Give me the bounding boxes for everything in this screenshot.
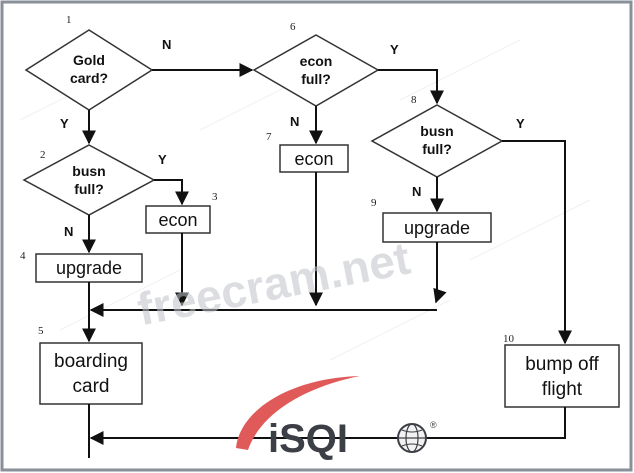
node-number-4: 4	[20, 250, 26, 262]
process-econ-middle	[279, 144, 349, 173]
edge-label-gold-no: N	[162, 37, 171, 52]
edge-label-econ-yes: Y	[390, 42, 399, 57]
node-number-2: 2	[40, 149, 46, 161]
node-2-line1: busn	[72, 163, 105, 179]
terminal-bump-off-flight	[504, 344, 620, 408]
isqi-logo: iSQI ®	[236, 376, 437, 461]
node-1-line1: Gold	[73, 52, 105, 68]
edge-label-econ-no: N	[290, 114, 299, 129]
node-3-label: econ	[158, 210, 197, 230]
node-8-line1: busn	[420, 123, 453, 139]
watermark-text: freecram.net	[133, 232, 414, 336]
node-10-line2: flight	[542, 379, 583, 400]
edge-upgrade-right-down	[433, 242, 447, 304]
logo-registered-mark: ®	[430, 420, 437, 430]
edge-busn-left-yes	[154, 179, 189, 206]
node-5-line2: card	[73, 376, 110, 397]
edge-busn-right-yes	[502, 140, 572, 345]
node-number-10: 10	[503, 333, 515, 345]
node-6-line2: full?	[301, 71, 331, 87]
globe-icon	[397, 423, 427, 453]
process-econ-left	[145, 205, 211, 234]
node-7-label: econ	[294, 149, 333, 169]
process-upgrade-left	[35, 253, 143, 283]
logo-red-arc	[236, 376, 360, 450]
edge-label-busn-left-no: N	[64, 224, 73, 239]
node-number-9: 9	[371, 197, 377, 209]
node-1-line2: card?	[70, 70, 108, 86]
node-number-6: 6	[290, 21, 296, 33]
edge-label-gold-yes: Y	[60, 116, 69, 131]
logo-text: iSQI	[268, 417, 348, 461]
node-6-line1: econ	[300, 53, 333, 69]
node-10-line1: bump off	[525, 354, 599, 375]
node-2-line2: full?	[74, 181, 104, 197]
node-number-8: 8	[411, 94, 417, 106]
node-number-1: 1	[66, 14, 72, 26]
process-upgrade-right	[382, 212, 492, 243]
edge-label-busn-right-yes: Y	[516, 116, 525, 131]
edge-label-busn-right-no: N	[412, 184, 421, 199]
node-9-label: upgrade	[404, 218, 470, 238]
terminal-boarding-card	[39, 342, 143, 405]
node-4-label: upgrade	[56, 258, 122, 278]
node-number-3: 3	[212, 191, 218, 203]
node-number-5: 5	[38, 325, 44, 337]
node-8-line2: full?	[422, 141, 452, 157]
edge-econ-yes	[378, 69, 444, 105]
edge-label-busn-left-yes: Y	[158, 152, 167, 167]
node-5-line1: boarding	[54, 351, 128, 372]
node-number-7: 7	[266, 131, 272, 143]
